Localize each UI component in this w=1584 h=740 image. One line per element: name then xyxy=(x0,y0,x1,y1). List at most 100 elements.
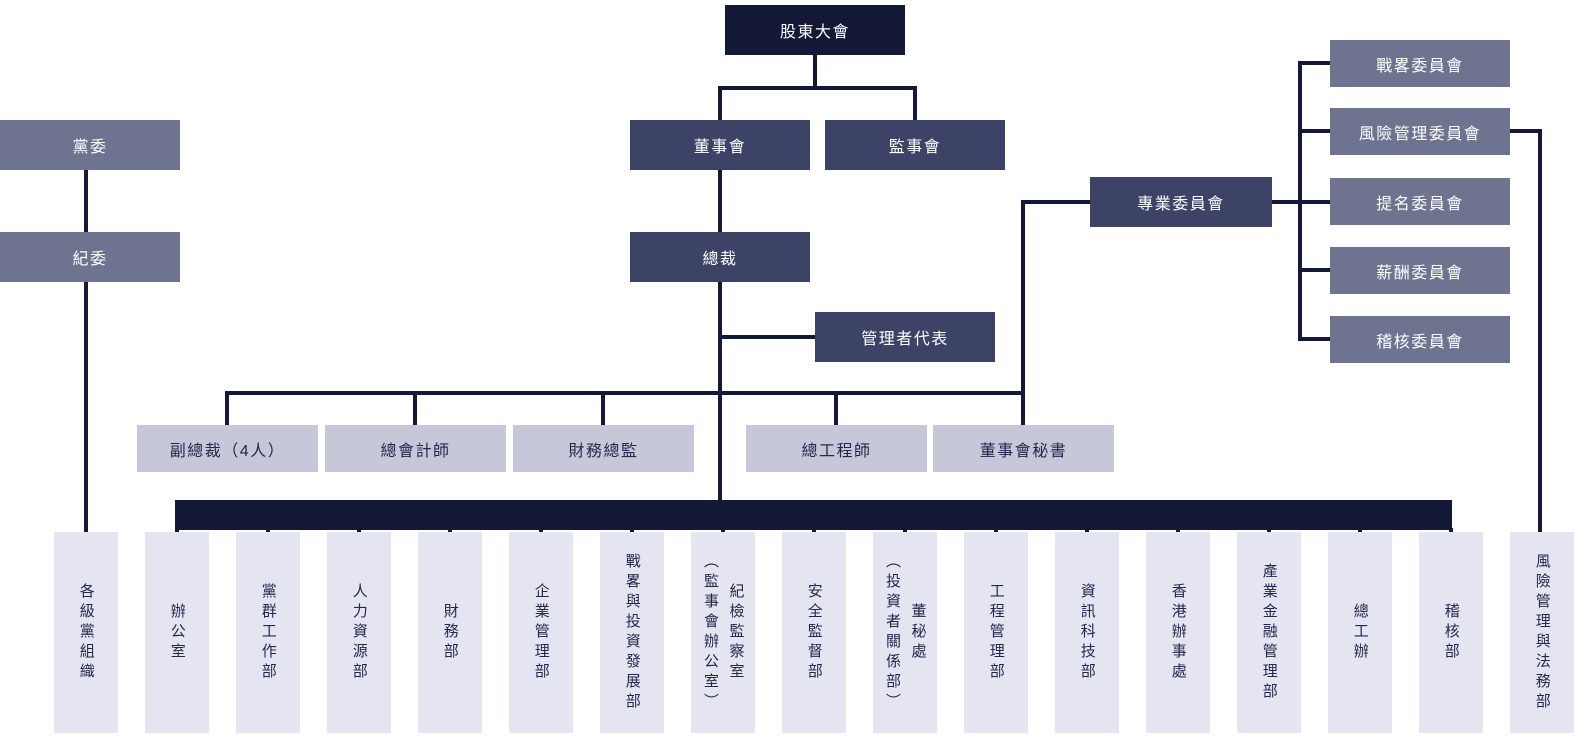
connector xyxy=(1298,337,1330,341)
connector xyxy=(175,528,179,534)
dept-party-organizations: 各級黨組織 xyxy=(54,532,118,733)
exec-board-secretary: 董事會秘書 xyxy=(933,425,1114,472)
committee-strategy: 戰畧委員會 xyxy=(1330,40,1510,87)
dept-safety-supervision: 安全監督部 xyxy=(782,532,846,733)
connector xyxy=(1298,61,1330,65)
dept-general-office: 辦公室 xyxy=(145,532,209,733)
connector xyxy=(1267,528,1271,534)
exec-chief-accountant: 總會計師 xyxy=(325,425,506,472)
committee-audit: 稽核委員會 xyxy=(1330,316,1510,363)
label: 財務部 xyxy=(441,602,459,663)
connector xyxy=(913,88,917,120)
label: 總工辦 xyxy=(1351,602,1369,663)
connector xyxy=(718,88,722,120)
connector xyxy=(720,335,817,339)
dept-hong-kong-office: 香港辦事處 xyxy=(1146,532,1210,733)
connector xyxy=(721,528,725,534)
connector xyxy=(718,86,917,90)
label: 總裁 xyxy=(702,251,738,268)
connector xyxy=(630,528,634,534)
node-party-committee: 黨委 xyxy=(0,120,180,170)
connector xyxy=(718,170,722,232)
connector xyxy=(1298,268,1330,272)
dept-information-technology: 資訊科技部 xyxy=(1055,532,1119,733)
label: 人力資源部 xyxy=(350,582,368,683)
connector xyxy=(1176,528,1180,534)
exec-financial-controller: 財務總監 xyxy=(513,425,694,472)
connector xyxy=(1358,528,1362,534)
label: 專業委員會 xyxy=(1137,196,1225,213)
label: 香港辦事處 xyxy=(1169,582,1187,683)
label: 企業管理部 xyxy=(532,582,550,683)
label: 監事會 xyxy=(888,139,942,156)
node-shareholders-meeting: 股東大會 xyxy=(725,5,905,55)
node-president: 總裁 xyxy=(630,232,810,282)
connector xyxy=(266,528,270,534)
label: 財務總監 xyxy=(568,442,639,460)
label: 稽核部 xyxy=(1442,602,1460,663)
connector-bar xyxy=(175,500,1452,530)
node-special-committees: 專業委員會 xyxy=(1090,177,1272,227)
connector xyxy=(601,393,605,425)
connector xyxy=(834,393,838,425)
connector xyxy=(357,528,361,534)
dept-finance: 財務部 xyxy=(418,532,482,733)
exec-chief-engineer: 總工程師 xyxy=(746,425,927,472)
dept-engineering-management: 工程管理部 xyxy=(964,532,1028,733)
label: 副總裁（4人） xyxy=(169,442,286,460)
dept-board-secretariat-investor-relations: 董秘處 （投資者關係部） xyxy=(873,532,937,733)
connector xyxy=(225,393,229,425)
node-supervisory-board: 監事會 xyxy=(825,120,1005,170)
dept-industrial-finance-management: 產業金融管理部 xyxy=(1237,532,1301,733)
connector xyxy=(812,528,816,534)
label: 紀檢監察室 （監事會辦公室） xyxy=(702,552,745,713)
label: 戰畧委員會 xyxy=(1376,57,1464,75)
label: 戰畧與投資發展部 xyxy=(623,552,641,713)
dept-risk-management-legal: 風險管理與法務部 xyxy=(1510,532,1574,733)
label: 總會計師 xyxy=(380,442,451,460)
connector xyxy=(1021,200,1090,204)
connector xyxy=(1510,129,1542,133)
label: 風險管理與法務部 xyxy=(1533,552,1551,713)
connector xyxy=(1298,61,1302,341)
connector xyxy=(539,528,543,534)
dept-discipline-inspection-office: 紀檢監察室 （監事會辦公室） xyxy=(691,532,755,733)
label: 董事會 xyxy=(693,139,747,156)
label: 風險管理委員會 xyxy=(1358,125,1482,143)
dept-chief-engineer-office: 總工辦 xyxy=(1328,532,1392,733)
label: 各級黨組織 xyxy=(77,582,95,683)
label: 資訊科技部 xyxy=(1078,582,1096,683)
node-management-representative: 管理者代表 xyxy=(815,312,995,362)
connector xyxy=(413,393,417,425)
dept-audit: 稽核部 xyxy=(1419,532,1483,733)
committee-nomination: 提名委員會 xyxy=(1330,178,1510,225)
connector xyxy=(225,391,1025,395)
label: 稽核委員會 xyxy=(1376,333,1464,351)
connector xyxy=(448,528,452,534)
label: 董秘處 （投資者關係部） xyxy=(884,552,927,713)
label: 董事會秘書 xyxy=(979,442,1068,460)
label: 提名委員會 xyxy=(1376,195,1464,213)
connector xyxy=(994,528,998,534)
committee-remuneration: 薪酬委員會 xyxy=(1330,247,1510,294)
connector xyxy=(1085,528,1089,534)
label: 股東大會 xyxy=(779,24,850,41)
label: 安全監督部 xyxy=(805,582,823,683)
label: 管理者代表 xyxy=(861,331,949,348)
connector xyxy=(1538,129,1542,532)
label: 黨委 xyxy=(72,139,108,156)
connector xyxy=(1298,129,1330,133)
dept-enterprise-management: 企業管理部 xyxy=(509,532,573,733)
connector xyxy=(1449,528,1453,534)
connector xyxy=(84,282,88,532)
committee-risk-management: 風險管理委員會 xyxy=(1330,108,1510,155)
exec-vice-presidents: 副總裁（4人） xyxy=(137,425,318,472)
label: 產業金融管理部 xyxy=(1260,562,1278,703)
connector xyxy=(813,55,817,90)
label: 紀委 xyxy=(72,251,108,268)
label: 黨群工作部 xyxy=(259,582,277,683)
label: 辦公室 xyxy=(168,602,186,663)
label: 工程管理部 xyxy=(987,582,1005,683)
node-board-of-directors: 董事會 xyxy=(630,120,810,170)
